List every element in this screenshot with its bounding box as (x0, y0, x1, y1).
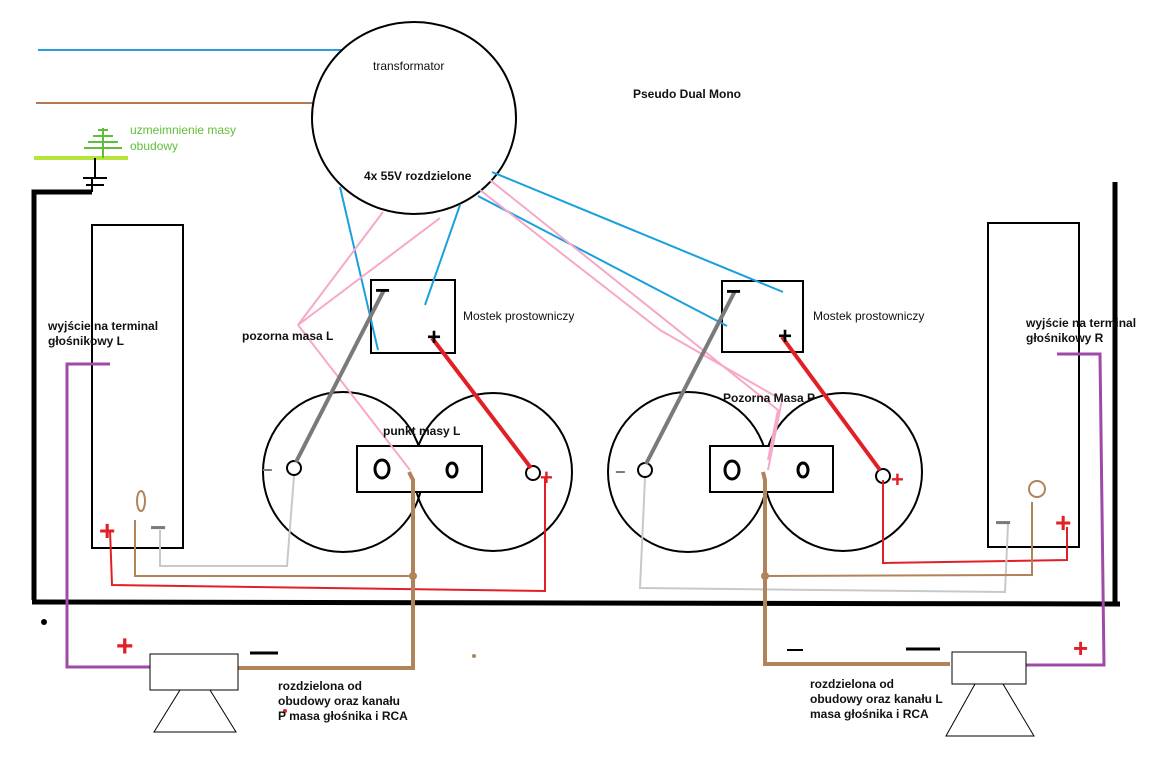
ac-wires-blue (339, 171, 784, 351)
speaker-right (945, 651, 1035, 737)
earth-label-line1: uzmeimnienie masy (130, 123, 236, 137)
output-board-right (987, 222, 1080, 548)
transformer-label: transformator (373, 59, 444, 73)
speaker-wires-purple (65, 352, 1106, 669)
ground-wires-brown (134, 502, 1033, 577)
earth-symbol (34, 128, 128, 192)
diagram-title: Pseudo Dual Mono (633, 87, 741, 101)
chassis-dot (41, 619, 47, 625)
light-gray-lines (159, 475, 1009, 594)
negative-wires-gray (294, 289, 737, 465)
chassis-outline (31, 182, 1121, 607)
speaker-left (149, 653, 239, 733)
output-right-label-line2: głośnikowy R (1026, 331, 1104, 345)
plus-sign: + (99, 515, 115, 546)
dash-marks (250, 647, 940, 655)
positive-wires-red (430, 335, 882, 472)
minus-sign: − (262, 460, 273, 480)
output-right-label-line1: wyjście na terminal (1025, 316, 1136, 330)
plus-sign: + (540, 465, 553, 490)
speaker-left-note-line1: rozdzielona od (278, 679, 362, 693)
dot-brown (472, 654, 476, 658)
red-dot (283, 709, 287, 713)
pseudo-ground-right-label: Pozorna Masa P (723, 391, 815, 405)
plus-sign: + (427, 324, 441, 351)
plus-sign: + (116, 630, 134, 663)
speaker-right-note-line1: rozdzielona od (810, 677, 894, 691)
ac-wires-pink (297, 179, 784, 471)
minus-sign: − (726, 276, 741, 306)
transformer-spec-label: 4x 55V rozdzielone (364, 169, 472, 183)
earth-label-line2: obudowy (130, 139, 178, 153)
bridge-left-label: Mostek prostowniczy (463, 309, 574, 323)
plus-sign: + (1055, 507, 1071, 538)
pseudo-ground-left-label: pozorna masa L (242, 329, 333, 343)
ground-node-right (761, 572, 769, 580)
minus-sign: − (615, 462, 626, 482)
minus-sign: − (995, 507, 1011, 538)
plus-sign: + (891, 467, 904, 492)
output-left-label-line2: głośnikowy L (48, 334, 124, 348)
output-left-label-line1: wyjście na terminal (47, 319, 158, 333)
terminal-ring-right (1028, 480, 1046, 498)
ground-node-left (409, 572, 417, 580)
terminal-ring-left (136, 490, 146, 512)
capacitor-bank-left (262, 391, 573, 553)
speaker-left-note-line2: obudowy oraz kanału (278, 694, 400, 708)
ground-point-left-label: punkt masy L (383, 424, 460, 438)
minus-sign: − (150, 512, 166, 543)
ground-trunk-brown (238, 471, 950, 670)
plus-sign: + (1073, 633, 1088, 663)
plus-sign: + (778, 323, 792, 350)
speaker-left-note-line3: P masa głośnika i RCA (278, 709, 408, 723)
transformer (311, 21, 517, 215)
supply-red-lines (109, 477, 1068, 593)
minus-sign: − (375, 275, 390, 305)
speaker-right-note-line3: masa głośnika i RCA (810, 707, 929, 721)
bridge-right-label: Mostek prostowniczy (813, 309, 924, 323)
speaker-right-note-line2: obudowy oraz kanału L (810, 692, 943, 706)
